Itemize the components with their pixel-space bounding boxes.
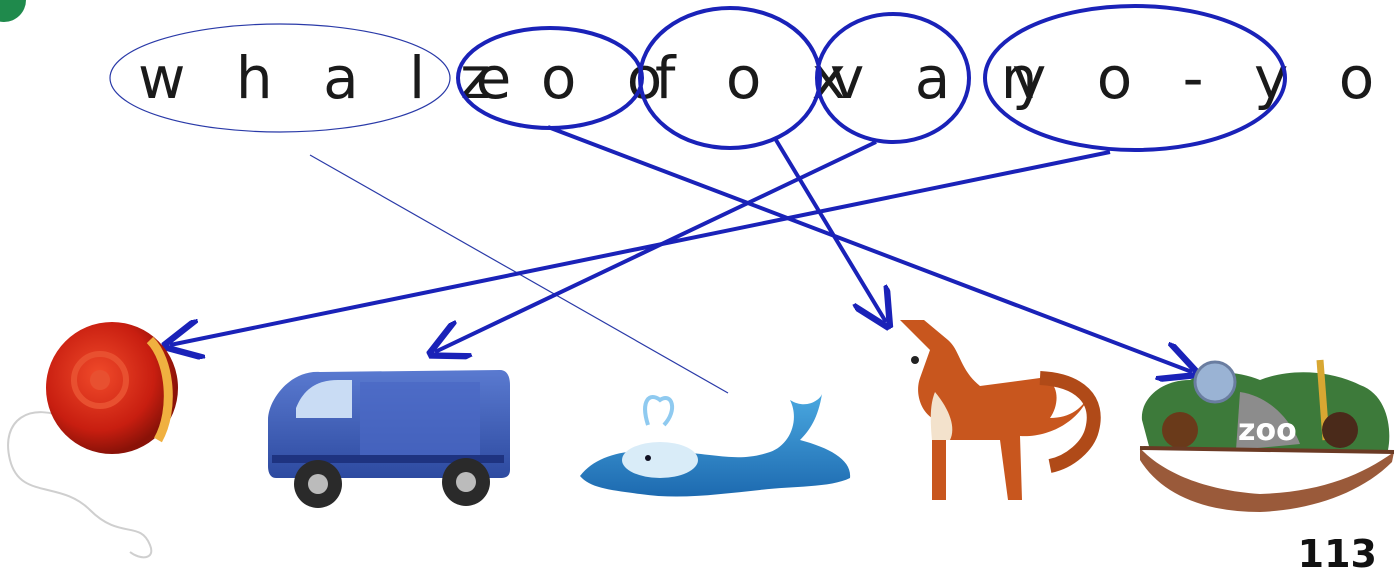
circle-whale — [109, 23, 451, 133]
arrow-yoyo — [170, 150, 1111, 345]
word-whale[interactable]: w h a l e — [138, 44, 527, 112]
circle-yoyo — [983, 4, 1287, 152]
word-zoo[interactable]: z o o — [460, 44, 678, 112]
arrow-zoo — [547, 125, 1192, 372]
word-van[interactable]: v a n — [830, 44, 1054, 112]
word-row: w h a l e z o o f o x v a n y o - y o — [138, 44, 1390, 112]
fox-picture[interactable] — [900, 320, 1101, 500]
page-number: 113 — [1297, 532, 1377, 576]
circle-van — [815, 12, 971, 144]
whale-picture[interactable] — [580, 394, 851, 497]
yoyo-picture[interactable] — [7, 322, 178, 559]
zoo-picture[interactable]: zoo — [1139, 359, 1395, 512]
circle-fox — [638, 6, 822, 150]
match-lines — [170, 125, 1192, 394]
arrow-fox — [774, 138, 886, 322]
matching-exercise: w h a l e z o o f o x v a n y o - y o — [7, 4, 1395, 559]
zoo-sign-text: zoo — [1238, 413, 1297, 448]
van-picture[interactable] — [268, 370, 510, 508]
word-yoyo[interactable]: y o - y o — [1012, 44, 1390, 112]
